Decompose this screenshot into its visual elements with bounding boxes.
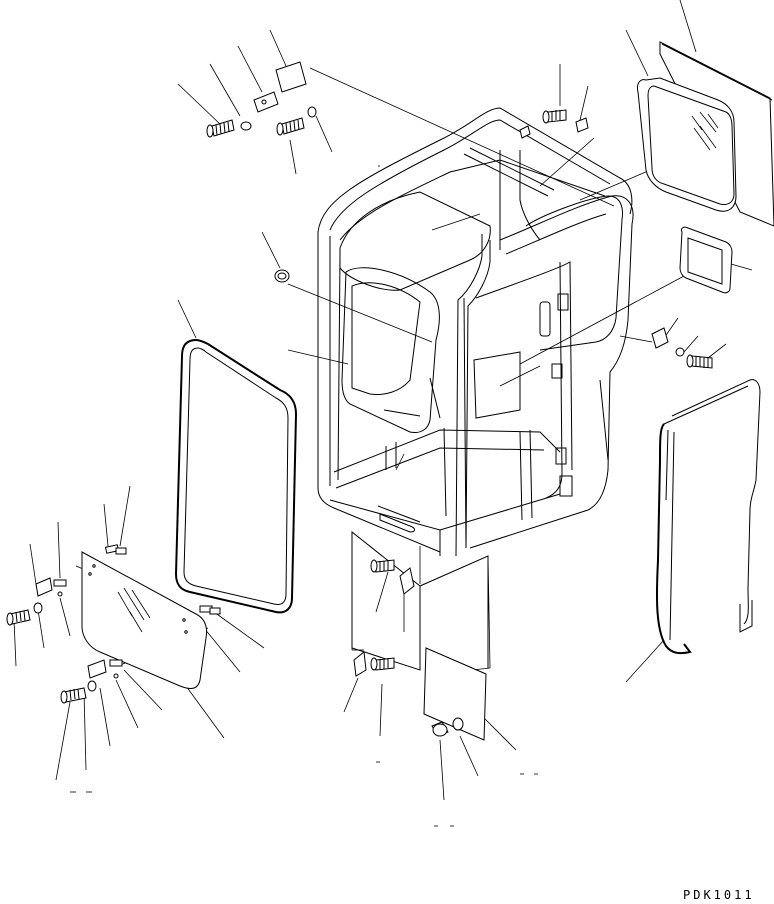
bolt-right-cluster <box>651 327 713 369</box>
cab-frame <box>317 107 634 557</box>
plug-cap <box>274 269 290 283</box>
side-glass-left <box>81 551 207 689</box>
leader-lines <box>13 0 755 801</box>
glass-hardware-left <box>6 544 221 704</box>
rear-glass <box>637 41 774 227</box>
small-window-seal <box>679 226 733 294</box>
dash-marks <box>70 761 538 827</box>
floor-plates <box>351 530 489 741</box>
door-seal-right <box>655 379 761 655</box>
bolt-washer-top-left <box>206 61 317 138</box>
drawing-code: PDK1011 <box>683 888 755 902</box>
door-seal-left <box>174 338 298 614</box>
bolt-top-right <box>519 109 589 139</box>
